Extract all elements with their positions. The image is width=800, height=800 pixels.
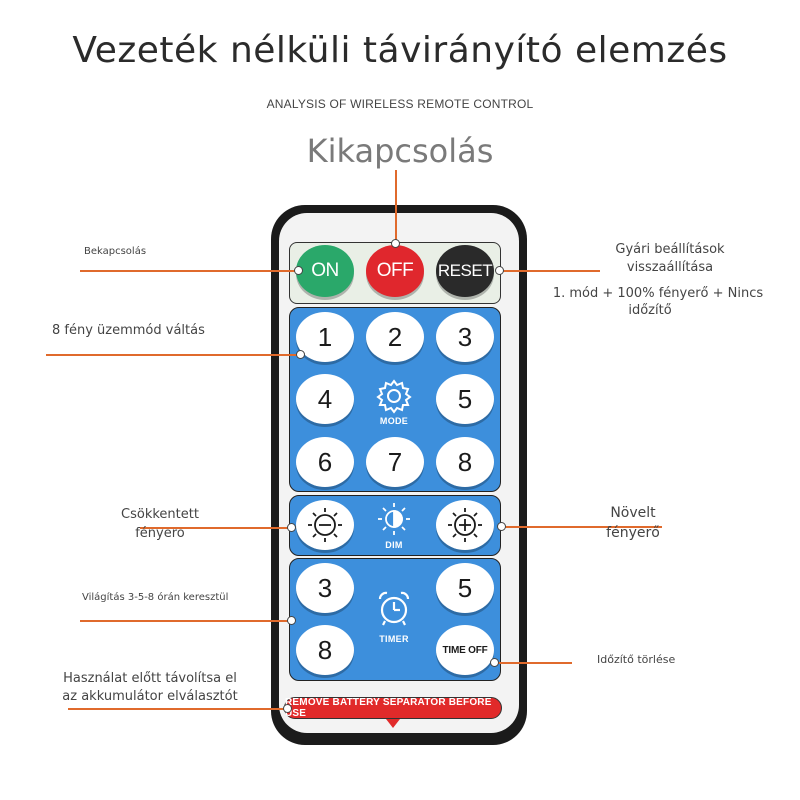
on-button[interactable]: ON <box>296 245 354 297</box>
callout-dot-dim-up <box>497 522 506 531</box>
label-dim-down-line2: fényero <box>135 526 185 541</box>
timer-button-3[interactable]: 3 <box>296 563 354 613</box>
off-button[interactable]: OFF <box>366 245 424 297</box>
off-heading: Kikapcsolás <box>306 132 494 170</box>
label-battery-line2: az akkumulátor elválasztót <box>62 689 238 704</box>
page-subtitle: ANALYSIS OF WIRELESS REMOTE CONTROL <box>266 97 534 111</box>
callout-line-off <box>395 170 397 242</box>
callout-line-dim-down <box>140 527 290 529</box>
timer-caption: TIMER <box>379 634 409 644</box>
label-reset-line2: visszaállítása <box>626 260 714 275</box>
dim-plus-icon <box>448 508 482 542</box>
mode-button-5[interactable]: 5 <box>436 374 494 424</box>
reset-button[interactable]: RESET <box>436 245 494 297</box>
callout-dot-timer <box>287 616 296 625</box>
label-reset-detail-line1: 1. mód + 100% fényerő + Nincs <box>552 286 764 301</box>
half-sun-icon <box>378 503 410 535</box>
dim-up-button[interactable] <box>436 500 494 550</box>
callout-dot-off <box>391 239 400 248</box>
callout-line-time-off <box>494 662 572 664</box>
mode-button-6[interactable]: 6 <box>296 437 354 487</box>
mode-button-3[interactable]: 3 <box>436 312 494 362</box>
label-battery-line1: Használat előtt távolítsa el <box>63 671 237 686</box>
dim-down-button[interactable] <box>296 500 354 550</box>
timer-button-8[interactable]: 8 <box>296 625 354 675</box>
label-dim-down-line1: Csökkentett <box>121 507 199 522</box>
battery-separator-strip[interactable]: REMOVE BATTERY SEPARATOR BEFORE USE <box>284 697 502 719</box>
label-timer-off: Időzítő törlése <box>597 653 676 666</box>
callout-line-on <box>80 270 296 272</box>
callout-dot-reset <box>495 266 504 275</box>
time-off-button[interactable]: TIME OFF <box>436 625 494 675</box>
gear-icon <box>376 379 412 414</box>
callout-line-reset <box>500 270 600 272</box>
label-dim-up-line1: Növelt <box>610 505 656 521</box>
label-modes: 8 fény üzemmód váltás <box>52 323 205 338</box>
dim-caption: DIM <box>385 540 403 550</box>
page-title: Vezeték nélküli távirányító elemzés <box>72 30 728 71</box>
callout-line-battery <box>68 708 286 710</box>
alarm-clock-icon <box>378 591 410 626</box>
mode-caption: MODE <box>379 416 409 426</box>
label-power-on: Bekapcsolás <box>84 246 147 257</box>
mode-button-7[interactable]: 7 <box>366 437 424 487</box>
dim-minus-icon <box>308 508 342 542</box>
callout-dot-time-off <box>490 658 499 667</box>
callout-line-modes <box>46 354 298 356</box>
mode-button-2[interactable]: 2 <box>366 312 424 362</box>
callout-dot-battery <box>283 704 292 713</box>
mode-button-8[interactable]: 8 <box>436 437 494 487</box>
label-dim-up-line2: fényerő <box>606 525 660 541</box>
mode-button-4[interactable]: 4 <box>296 374 354 424</box>
timer-button-5[interactable]: 5 <box>436 563 494 613</box>
callout-dot-dim-down <box>287 523 296 532</box>
callout-dot-on <box>294 266 303 275</box>
label-timer: Világítás 3-5-8 órán keresztül <box>82 592 229 603</box>
mode-button-1[interactable]: 1 <box>296 312 354 362</box>
callout-dot-modes <box>296 350 305 359</box>
arrow-down-icon <box>386 719 400 728</box>
callout-line-dim-up <box>502 526 662 528</box>
label-reset-line1: Gyári beállítások <box>615 242 725 257</box>
label-reset-detail-line2: időzítő <box>628 303 672 318</box>
callout-line-timer <box>80 620 292 622</box>
